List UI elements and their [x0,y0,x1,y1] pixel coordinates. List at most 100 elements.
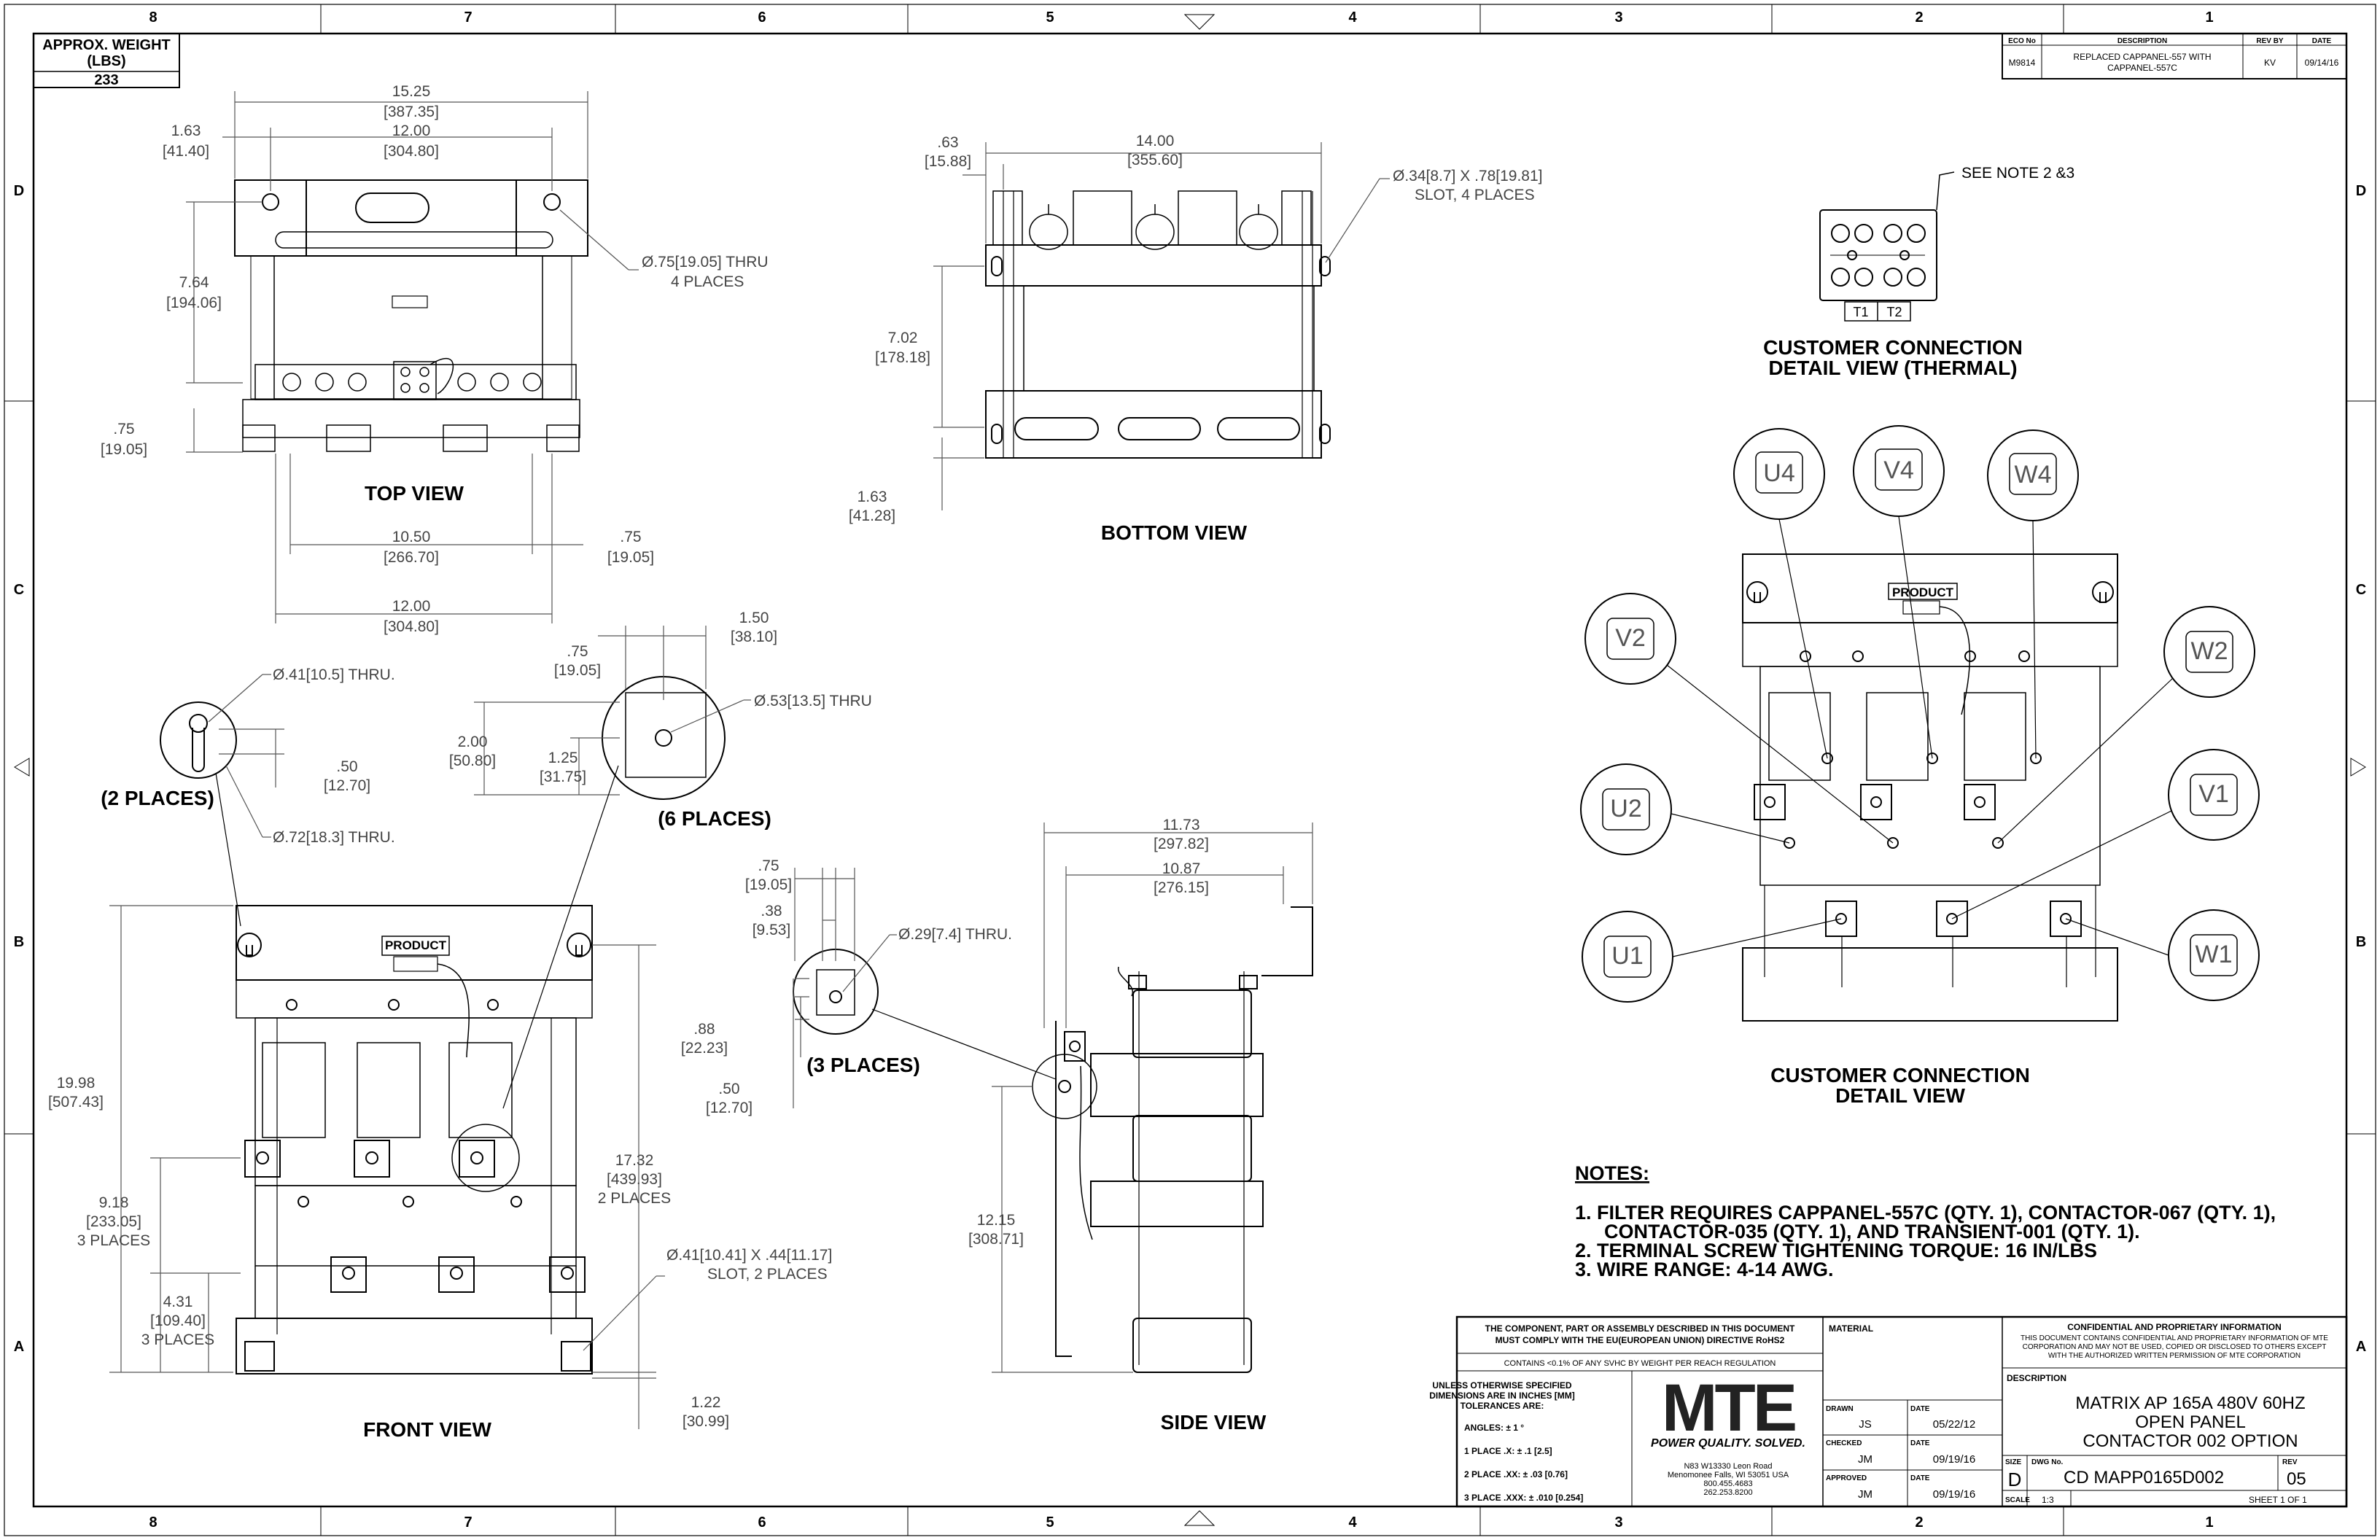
zone-top-4: 4 [1348,9,1357,26]
tolerance-line-2: DIMENSIONS ARE IN INCHES [MM] [1429,1391,1575,1401]
size-label: SIZE [2005,1458,2022,1466]
dim-side-height-mm: [308.71] [968,1231,1024,1248]
approved-date-label: DATE [1910,1474,1930,1482]
bottom-view [985,190,1331,459]
thermal-terminal-block [1819,171,1955,322]
see-note-callout: SEE NOTE 2 &3 [1961,165,2074,182]
tolerance-3-place: 3 PLACE .XXX: ± .010 [0.254] [1464,1493,1583,1503]
detail-leaders [215,765,1057,1109]
terminal-balloons [1580,425,2260,1003]
drawn-by: JS [1859,1418,1872,1431]
terminal-t2: T2 [1886,305,1902,319]
detail-keyhole [160,674,284,838]
zone-bottom-7: 7 [464,1514,472,1531]
detail-6-places [474,626,751,800]
dim-top-holes: 12.00 [392,122,431,139]
bottom-view-label: BOTTOM VIEW [1101,521,1248,544]
dim-front-low-mm: [109.40] [150,1312,206,1329]
rev-date: 09/14/16 [2305,58,2339,68]
dim-6pl-center-mm: [31.75] [540,769,586,785]
connection-detail-assembly [1742,553,2118,1022]
zone-right-d: D [2356,183,2366,199]
address-line-2: Menomonee Falls, WI 53051 USA [1668,1471,1789,1479]
rev-label: REV [2282,1458,2298,1466]
dim-side-overall: 11.73 [1163,817,1200,833]
dim-keyhole-pitch: .50 [336,758,357,775]
sheet-number: SHEET 1 OF 1 [2249,1495,2307,1505]
rev-eco: M9814 [2009,58,2036,68]
front-view [236,905,593,1374]
dim-bottom-edge: .63 [937,134,958,151]
dim-front-height-mm: [507.43] [48,1094,104,1111]
zone-top-3: 3 [1614,9,1622,26]
dim-front-slot: Ø.41[10.41] X .44[11.17] [666,1247,832,1264]
zone-bottom-4: 4 [1348,1514,1357,1531]
dwg-number-label: DWG No. [2031,1458,2064,1466]
mte-tagline: POWER QUALITY. SOLVED. [1651,1437,1805,1450]
zone-right-c: C [2356,582,2366,598]
description-line-2: OPEN PANEL [2135,1412,2246,1432]
dim-bottom-slot-qty: SLOT, 4 PLACES [1415,187,1535,203]
terminal-v2: V2 [1615,624,1646,652]
detail-view-label-2: DETAIL VIEW [1835,1084,1965,1107]
tolerance-2-place: 2 PLACE .XX: ± .03 [0.76] [1464,1469,1568,1479]
tolerance-line-3: TOLERANCES ARE: [1461,1401,1544,1411]
bottom-view-dimensions [933,142,1390,510]
dim-6pl-width: 1.50 [739,610,769,626]
detail-view-label-1: CUSTOMER CONNECTION [1770,1064,2030,1086]
thermal-view-label-2: DETAIL VIEW (THERMAL) [1768,357,2017,379]
terminal-w2: W2 [2191,637,2228,665]
three-places-callout: (3 PLACES) [806,1054,920,1076]
revision-table: ECO No DESCRIPTION REV BY DATE M9814 REP… [2002,33,2347,79]
rohs-line-1: THE COMPONENT, PART OR ASSEMBLY DESCRIBE… [1485,1323,1795,1334]
zone-left-b: B [14,934,24,950]
dim-top-holes-mm: [304.80] [384,143,439,160]
detail-3-places [793,868,897,1108]
weight-box: APPROX. WEIGHT (LBS) 233 [33,33,180,88]
dwg-number: CD MAPP0165D002 [2064,1468,2224,1488]
dim-front-right-mm: [439.93] [607,1171,662,1188]
dim-side-inner-mm: [276.15] [1154,879,1209,896]
dim-front-mid: 9.18 [99,1194,129,1211]
tolerance-1-place: 1 PLACE .X: ± .1 [2.5] [1464,1446,1552,1456]
detail-product-tag: PRODUCT [1892,586,1954,599]
zone-right-a: A [2356,1339,2366,1355]
tolerance-angles: ANGLES: ± 1 ° [1464,1423,1524,1433]
rev-header-date: DATE [2312,37,2332,45]
scale-value: 1:3 [2042,1495,2054,1505]
approved-label: APPROVED [1826,1474,1867,1482]
checked-date-label: DATE [1910,1439,1930,1447]
dim-top-overall-mm: [387.35] [384,104,439,120]
note-3: 3. WIRE RANGE: 4-14 AWG. [1575,1259,1834,1280]
dim-3pl-hole: Ø.29[7.4] THRU. [898,926,1012,943]
dim-top-inner: 10.50 [392,529,431,545]
rev-value: 05 [2287,1469,2306,1489]
confidential-line-2: CORPORATION AND MAY NOT BE USED, COPIED … [2023,1343,2327,1351]
zone-right-b: B [2356,934,2366,950]
dim-3pl-center-mm: [9.53] [752,922,791,938]
dim-keyhole-big: Ø.72[18.3] THRU. [273,829,395,846]
dim-top-inner-mm: [266.70] [384,549,439,566]
dim-bottom-edge-mm: [15.88] [925,153,971,170]
dim-top-right-mm: [19.05] [607,549,654,566]
top-view-label: TOP VIEW [365,482,464,505]
zone-top-5: 5 [1046,9,1054,26]
dim-front-low: 4.31 [163,1294,193,1310]
scale-label: SCALE [2005,1496,2030,1504]
confidential-line-3: WITH THE AUTHORIZED WRITTEN PERMISSION O… [2048,1352,2301,1360]
dim-front-low-qty: 3 PLACES [141,1331,214,1348]
side-view-label: SIDE VIEW [1161,1411,1267,1434]
front-product-tag: PRODUCT [385,938,447,952]
weight-header: APPROX. WEIGHT [42,37,171,53]
zone-top-7: 7 [464,9,472,26]
rev-desc-line1: REPLACED CAPPANEL-557 WITH [2073,52,2211,62]
terminal-u2: U2 [1610,795,1641,822]
notes-title: NOTES: [1575,1162,1649,1184]
dim-front-base: 1.22 [691,1394,721,1411]
approved-date: 09/19/16 [1933,1488,1975,1501]
dim-bottom-depth-mm: [178.18] [875,349,930,366]
drawn-date: 05/22/12 [1933,1418,1975,1431]
side-view-dimensions [992,822,1313,1373]
side-view [1032,906,1313,1373]
